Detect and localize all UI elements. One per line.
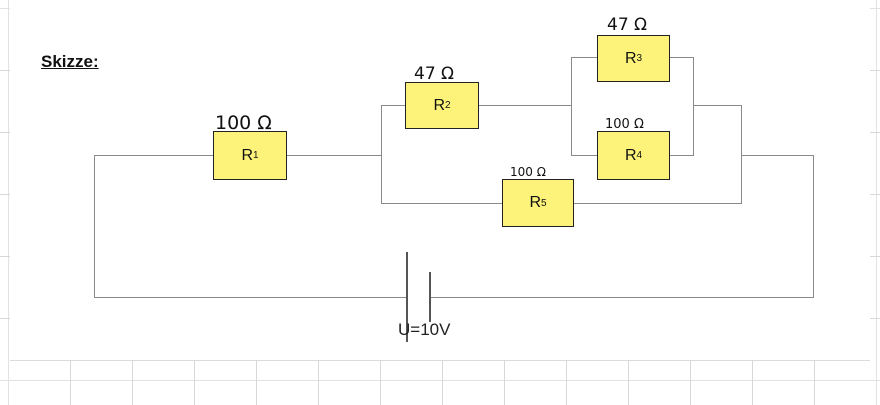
wire <box>693 57 694 156</box>
wire <box>381 105 382 204</box>
wire <box>94 297 406 298</box>
resistor-label: R <box>241 146 253 164</box>
sketch-heading: Skizze: <box>41 52 99 71</box>
resistor-index: 5 <box>541 197 547 209</box>
drawing-page <box>10 0 870 361</box>
grid-tick <box>0 132 10 133</box>
grid-tick <box>256 360 257 405</box>
wire <box>571 57 598 58</box>
grid-tick <box>0 194 10 195</box>
resistor-index: 4 <box>636 150 643 161</box>
resistor-index: 3 <box>636 53 643 64</box>
grid-tick <box>870 194 880 195</box>
grid-tick <box>380 360 381 405</box>
grid-tick <box>194 360 195 405</box>
wire <box>574 203 742 204</box>
wire <box>94 155 214 156</box>
wire <box>670 57 694 58</box>
wire <box>670 155 694 156</box>
wire <box>742 155 814 156</box>
resistor-label: R <box>529 194 541 211</box>
resistor-value-r2: 47 Ω <box>414 64 455 84</box>
wire <box>430 297 814 298</box>
grid-tick <box>442 360 443 405</box>
grid-tick <box>70 360 71 405</box>
grid-tick <box>0 256 10 257</box>
grid-tick <box>504 360 505 405</box>
resistor-value-r1: 100 Ω <box>215 112 272 134</box>
wire <box>693 105 742 106</box>
grid-tick <box>0 70 10 71</box>
grid-tick <box>752 360 753 405</box>
resistor-value-r4: 100 Ω <box>605 117 644 132</box>
wire <box>571 155 598 156</box>
grid-tick <box>318 360 319 405</box>
resistor-label: R <box>624 146 637 164</box>
resistor-index: 2 <box>445 100 451 111</box>
resistor-value-r3: 47 Ω <box>607 15 648 35</box>
resistor-value-r5: 100 Ω <box>510 165 546 179</box>
grid-tick <box>628 360 629 405</box>
grid-tick <box>870 132 880 133</box>
resistor-index: 1 <box>253 150 259 161</box>
wire <box>479 105 572 106</box>
battery-plate <box>429 272 431 322</box>
voltage-label: U=10V <box>398 320 451 339</box>
wire <box>381 203 503 204</box>
grid-tick <box>690 360 691 405</box>
grid-tick <box>870 318 880 319</box>
grid-tick <box>132 360 133 405</box>
grid-tick <box>566 360 567 405</box>
grid-tick <box>0 318 10 319</box>
wire <box>741 105 742 204</box>
wire <box>813 155 814 298</box>
battery-plate <box>406 252 408 342</box>
wire <box>287 155 382 156</box>
wire <box>571 57 572 156</box>
grid-tick <box>870 70 880 71</box>
wire <box>94 155 95 298</box>
grid-tick <box>870 256 880 257</box>
wire <box>381 105 406 106</box>
resistor-label: R <box>624 49 637 67</box>
resistor-label: R <box>433 96 445 114</box>
grid-tick <box>814 360 815 405</box>
